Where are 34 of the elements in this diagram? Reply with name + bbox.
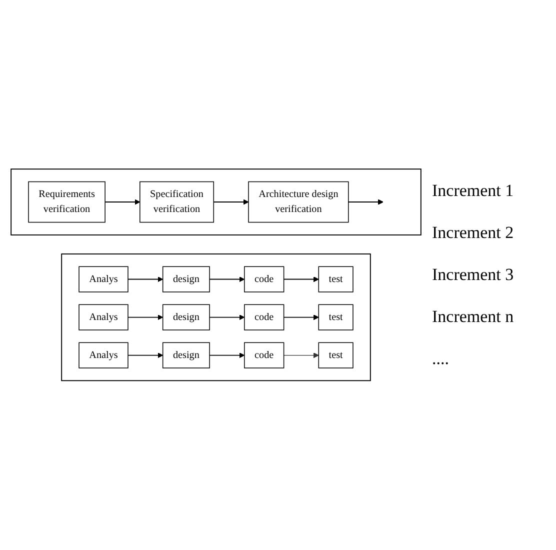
arrow bbox=[128, 276, 164, 282]
note-text: Increment n bbox=[432, 307, 515, 327]
note-text: Increment 2 bbox=[432, 223, 515, 243]
node-box: design bbox=[162, 342, 210, 368]
arrow bbox=[213, 199, 249, 205]
node-box: code bbox=[244, 342, 284, 368]
arrow bbox=[348, 199, 384, 205]
arrow bbox=[283, 314, 319, 320]
node-box: Analys bbox=[78, 304, 128, 330]
node-box: code bbox=[244, 304, 284, 330]
arrow bbox=[128, 352, 164, 358]
arrow bbox=[128, 314, 164, 320]
node-box: design bbox=[162, 266, 210, 292]
node-box: test bbox=[318, 304, 354, 330]
arrow bbox=[284, 352, 319, 358]
arrow bbox=[209, 352, 245, 358]
arrow bbox=[104, 199, 140, 205]
node-box: Analys bbox=[78, 266, 128, 292]
node-box: code bbox=[244, 266, 284, 292]
node-box: test bbox=[318, 266, 354, 292]
node-box: Requirements verification bbox=[28, 182, 106, 223]
node-box: Specification verification bbox=[140, 182, 214, 223]
note-text: .... bbox=[432, 349, 450, 369]
note-text: Increment 3 bbox=[432, 265, 515, 285]
node-box: Analys bbox=[78, 342, 128, 368]
cluster bbox=[10, 168, 422, 236]
arrow bbox=[209, 276, 245, 282]
note-text: Increment 1 bbox=[432, 181, 515, 201]
node-box: design bbox=[162, 304, 210, 330]
node-box: Architecture design verification bbox=[248, 182, 349, 223]
arrow bbox=[209, 314, 245, 320]
arrow bbox=[283, 276, 319, 282]
node-box: test bbox=[318, 342, 354, 368]
cluster bbox=[61, 254, 371, 382]
